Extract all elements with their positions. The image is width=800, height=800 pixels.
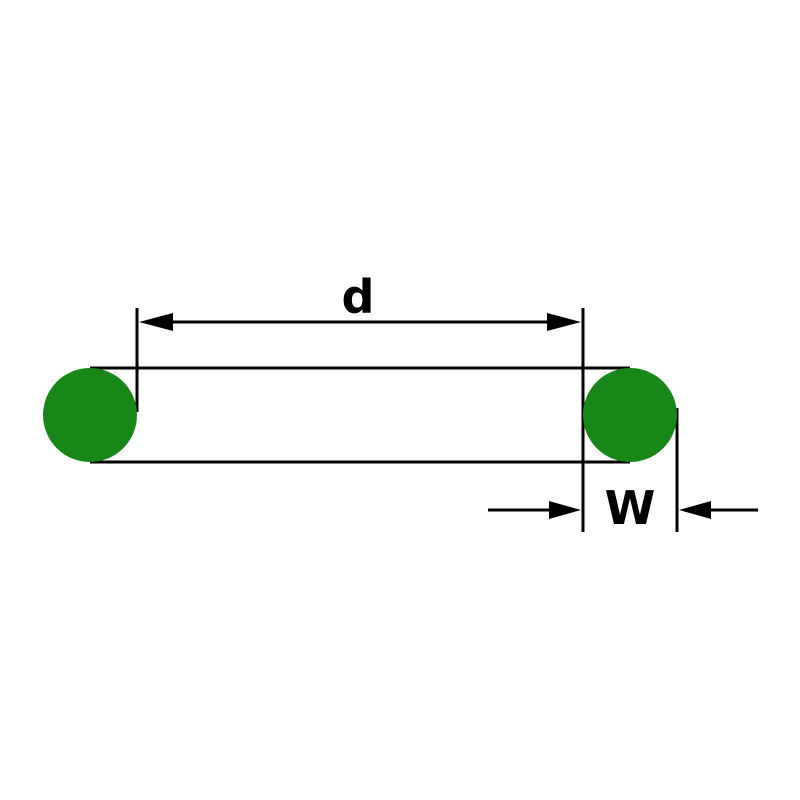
oring-cross-section-left bbox=[43, 368, 137, 462]
dimension-label-d: d bbox=[342, 270, 375, 324]
arrowhead-w-left-icon bbox=[549, 501, 581, 519]
arrowhead-right-icon bbox=[547, 313, 581, 331]
dimension-label-w: W bbox=[605, 481, 656, 535]
inner-diameter-dimension: d bbox=[139, 270, 581, 331]
arrowhead-left-icon bbox=[139, 313, 173, 331]
cross-section-width-dimension: W bbox=[488, 481, 758, 535]
arrowhead-w-right-icon bbox=[679, 501, 711, 519]
oring-cross-section-right bbox=[583, 368, 677, 462]
